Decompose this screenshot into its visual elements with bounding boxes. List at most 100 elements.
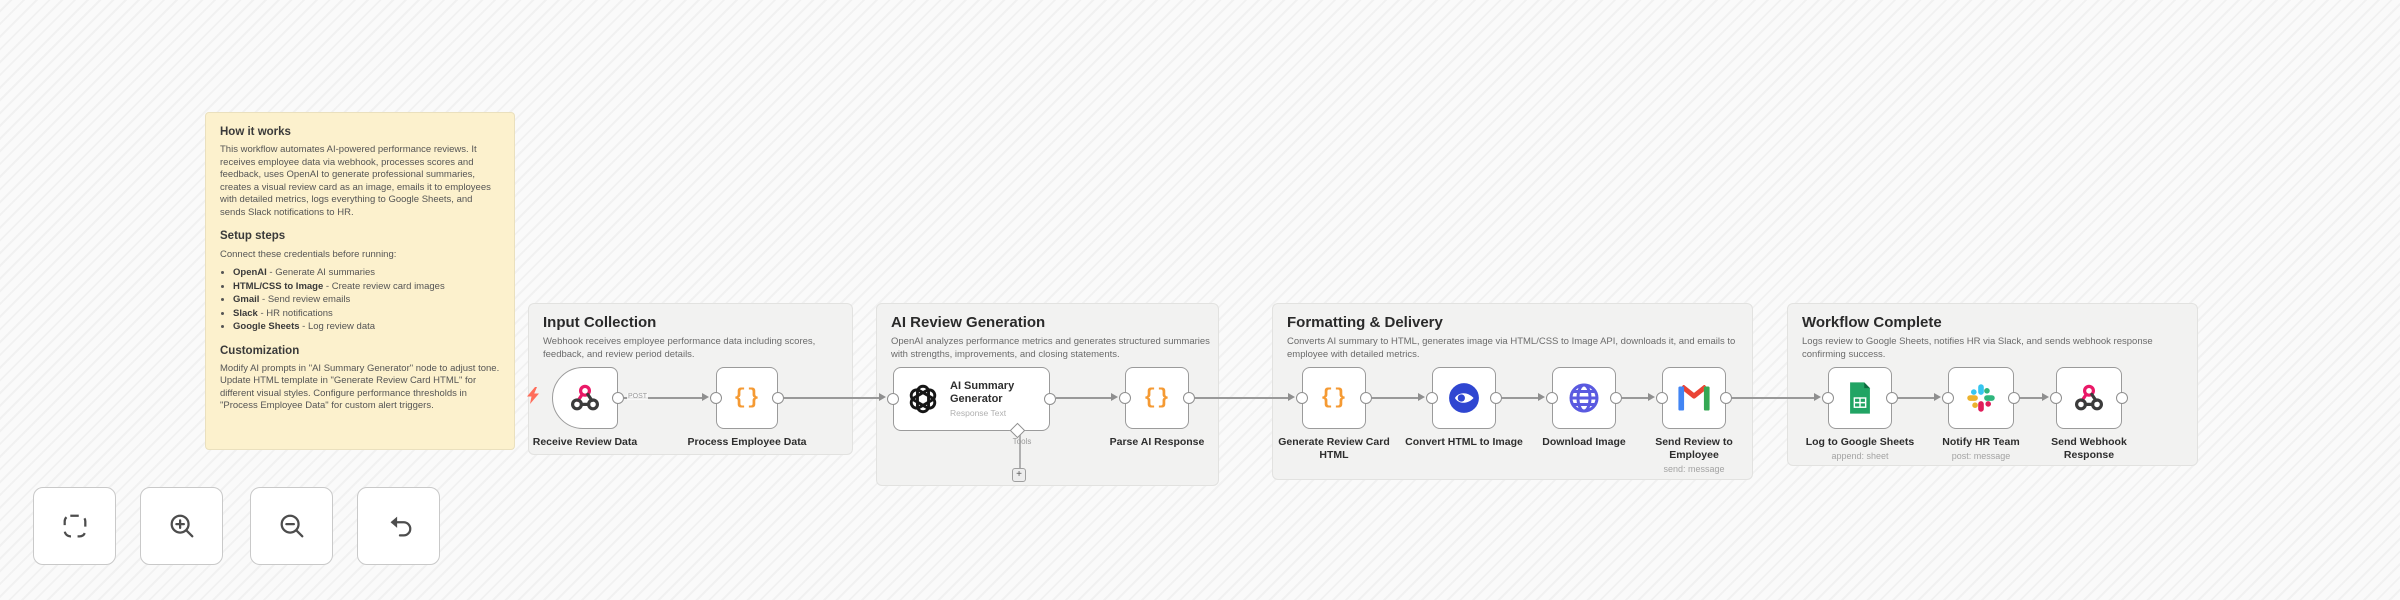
- input-port[interactable]: [1656, 392, 1668, 404]
- node-label: Notify HR Team post: message: [1906, 436, 2056, 462]
- connection-line: [1195, 397, 1290, 399]
- output-port[interactable]: [1490, 392, 1502, 404]
- webhook-icon: [571, 384, 599, 411]
- node-label: Log to Google Sheets append: sheet: [1785, 436, 1935, 462]
- trigger-bolt-icon: [527, 387, 539, 404]
- output-port[interactable]: [1183, 392, 1195, 404]
- node-send-webhook-response[interactable]: Send Webhook Response: [2050, 367, 2128, 461]
- output-port[interactable]: [2116, 392, 2128, 404]
- arrowhead-icon: [702, 393, 709, 401]
- node-label: Parse AI Response: [1109, 436, 1205, 448]
- input-port[interactable]: [1942, 392, 1954, 404]
- webhook-method-badge: POST: [627, 392, 649, 400]
- arrowhead-icon: [1418, 393, 1425, 401]
- output-port[interactable]: [1720, 392, 1732, 404]
- node-label: Send Review to Employee send: message: [1642, 436, 1747, 476]
- input-port[interactable]: [710, 392, 722, 404]
- input-port[interactable]: [1296, 392, 1308, 404]
- arrowhead-icon: [1288, 393, 1295, 401]
- reset-zoom-button[interactable]: [357, 487, 440, 565]
- section-description: Logs review to Google Sheets, notifies H…: [1802, 336, 2153, 360]
- node-log-to-google-sheets[interactable]: Log to Google Sheets append: sheet: [1806, 367, 1914, 461]
- node-ai-summary-generator[interactable]: AI Summary Generator Response Text: [887, 367, 1056, 439]
- tools-port-label: Tools: [1012, 437, 1032, 446]
- node-generate-review-card-html[interactable]: {} Generate Review Card HTML: [1278, 367, 1390, 461]
- connection-line: [1732, 397, 1816, 399]
- note-heading-customization: Customization: [220, 344, 300, 357]
- node-convert-html-to-image[interactable]: Convert HTML to Image: [1405, 367, 1523, 448]
- output-port[interactable]: [2008, 392, 2020, 404]
- node-label: Process Employee Data: [687, 436, 807, 448]
- node-subtitle: append: sheet: [1831, 451, 1889, 462]
- zoom-out-icon: [280, 514, 303, 538]
- section-title: Workflow Complete: [1802, 314, 1942, 331]
- arrowhead-icon: [1814, 393, 1821, 401]
- add-tool-button[interactable]: +: [1012, 468, 1026, 482]
- note-setup-intro: Connect these credentials before running…: [220, 248, 397, 260]
- node-label: Download Image: [1542, 436, 1626, 448]
- input-port[interactable]: [1546, 392, 1558, 404]
- fit-view-button[interactable]: [33, 487, 116, 565]
- node-download-image[interactable]: Download Image: [1542, 367, 1626, 448]
- node-parse-ai-response[interactable]: {} Parse AI Response: [1110, 367, 1204, 448]
- node-label: Send Webhook Response: [2051, 436, 2127, 462]
- arrowhead-icon: [1934, 393, 1941, 401]
- slack-icon: [1967, 384, 1995, 412]
- gmail-icon: [1678, 384, 1710, 411]
- zoom-in-button[interactable]: [140, 487, 223, 565]
- htmlcss-to-image-icon: [1449, 383, 1479, 413]
- note-para-how: This workflow automates AI-powered perfo…: [220, 144, 491, 218]
- zoom-out-button[interactable]: [250, 487, 333, 565]
- output-port[interactable]: [1886, 392, 1898, 404]
- note-heading-setup: Setup steps: [220, 230, 286, 243]
- section-title: AI Review Generation: [891, 314, 1046, 331]
- node-subtitle: send: message: [1663, 464, 1725, 475]
- note-para-customization: Modify AI prompts in "AI Summary Generat…: [220, 362, 500, 412]
- input-port[interactable]: [1426, 392, 1438, 404]
- node-label: Generate Review Card HTML: [1278, 436, 1390, 462]
- zoom-in-icon: [170, 514, 193, 538]
- list-item: HTML/CSS to Image - Create review card i…: [233, 281, 500, 294]
- list-item: Google Sheets - Log review data: [233, 321, 500, 334]
- section-title: Formatting & Delivery: [1287, 314, 1443, 331]
- node-process-employee-data[interactable]: {} Process Employee Data: [687, 367, 807, 448]
- code-icon: {}: [733, 386, 761, 410]
- node-send-review-to-employee[interactable]: Send Review to Employee send: message: [1655, 367, 1733, 474]
- node-label: AI Summary Generator: [950, 379, 1015, 405]
- section-description: OpenAI analyzes performance metrics and …: [891, 336, 1210, 360]
- output-port[interactable]: [1044, 393, 1056, 405]
- connection-line: [624, 397, 704, 399]
- globe-icon: [1569, 383, 1599, 413]
- input-port[interactable]: [1119, 392, 1131, 404]
- node-label: Receive Review Data: [532, 436, 638, 448]
- node-notify-hr-team[interactable]: Notify HR Team post: message: [1942, 367, 2020, 461]
- node-receive-review-data[interactable]: Receive Review Data: [533, 367, 637, 448]
- input-port[interactable]: [887, 393, 899, 405]
- connection-line: [2020, 397, 2044, 399]
- arrowhead-icon: [2042, 393, 2049, 401]
- output-port[interactable]: [612, 392, 624, 404]
- connection-line: [1372, 397, 1420, 399]
- code-icon: {}: [1143, 386, 1171, 410]
- arrowhead-icon: [1538, 393, 1545, 401]
- section-description: Converts AI summary to HTML, generates i…: [1287, 336, 1736, 360]
- google-sheets-icon: [1850, 382, 1870, 414]
- arrowhead-icon: [879, 393, 886, 401]
- node-label: Convert HTML to Image: [1405, 436, 1523, 448]
- output-port[interactable]: [1360, 392, 1372, 404]
- arrowhead-icon: [1111, 393, 1118, 401]
- note-credentials-list: OpenAI - Generate AI summaries HTML/CSS …: [220, 267, 500, 334]
- sticky-note[interactable]: How it works This workflow automates AI-…: [205, 112, 515, 450]
- input-port[interactable]: [1822, 392, 1834, 404]
- list-item: Gmail - Send review emails: [233, 294, 500, 307]
- list-item: Slack - HR notifications: [233, 308, 500, 321]
- input-port[interactable]: [2050, 392, 2062, 404]
- openai-icon: [909, 384, 937, 414]
- arrowhead-icon: [1648, 393, 1655, 401]
- tools-connection-line: [1019, 434, 1021, 470]
- output-port[interactable]: [1610, 392, 1622, 404]
- node-subtitle: post: message: [1951, 451, 2011, 462]
- section-title: Input Collection: [543, 314, 657, 331]
- output-port[interactable]: [772, 392, 784, 404]
